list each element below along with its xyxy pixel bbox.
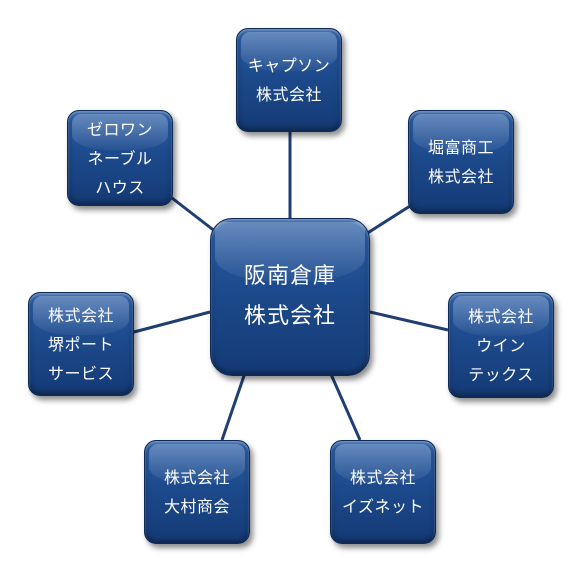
node-label-line: 株式会社: [427, 167, 494, 186]
node-label-line: 株式会社: [255, 85, 322, 104]
node-label-line: 株式会社: [467, 306, 534, 326]
connector-top-left: [171, 196, 217, 234]
node-label-line: テックス: [468, 364, 534, 384]
center-node-hannan-souko: 阪南倉庫 株式会社: [210, 218, 370, 376]
node-label-line: 株式会社: [47, 305, 114, 325]
node-label-line: 阪南倉庫: [243, 264, 336, 289]
node-label-line: 堺ポート: [47, 334, 114, 354]
node-label-line: 堀富商工: [427, 138, 494, 157]
connector-bottom-right: [328, 371, 362, 441]
node-label-line: 大村商会: [163, 497, 230, 516]
node-label-line: キャプソン: [247, 56, 331, 75]
connector-bottom-left: [220, 369, 248, 441]
node-left: 株式会社 堺ポート サービス: [28, 292, 134, 396]
node-top: キャプソン 株式会社: [236, 28, 342, 132]
node-label-line: ウイン: [476, 335, 526, 355]
node-label-line: イズネット: [341, 497, 425, 516]
connector-left: [133, 310, 211, 334]
node-label-line: 株式会社: [349, 468, 416, 487]
node-right: 株式会社 ウイン テックス: [448, 292, 554, 398]
node-label-line: ゼロワン: [86, 119, 153, 139]
node-label-line: ハウス: [95, 177, 145, 197]
node-bottom-right: 株式会社 イズネット: [330, 440, 436, 544]
node-label-line: サービス: [47, 363, 114, 383]
node-label-line: 株式会社: [243, 304, 336, 329]
node-label-line: ネーブル: [87, 148, 153, 168]
node-top-right: 堀富商工 株式会社: [408, 110, 514, 214]
connector-top-right: [365, 204, 411, 236]
node-bottom-left: 株式会社 大村商会: [144, 440, 250, 544]
connector-right: [369, 310, 449, 332]
node-top-left: ゼロワン ネーブル ハウス: [67, 110, 173, 206]
node-label-line: 株式会社: [163, 468, 230, 487]
